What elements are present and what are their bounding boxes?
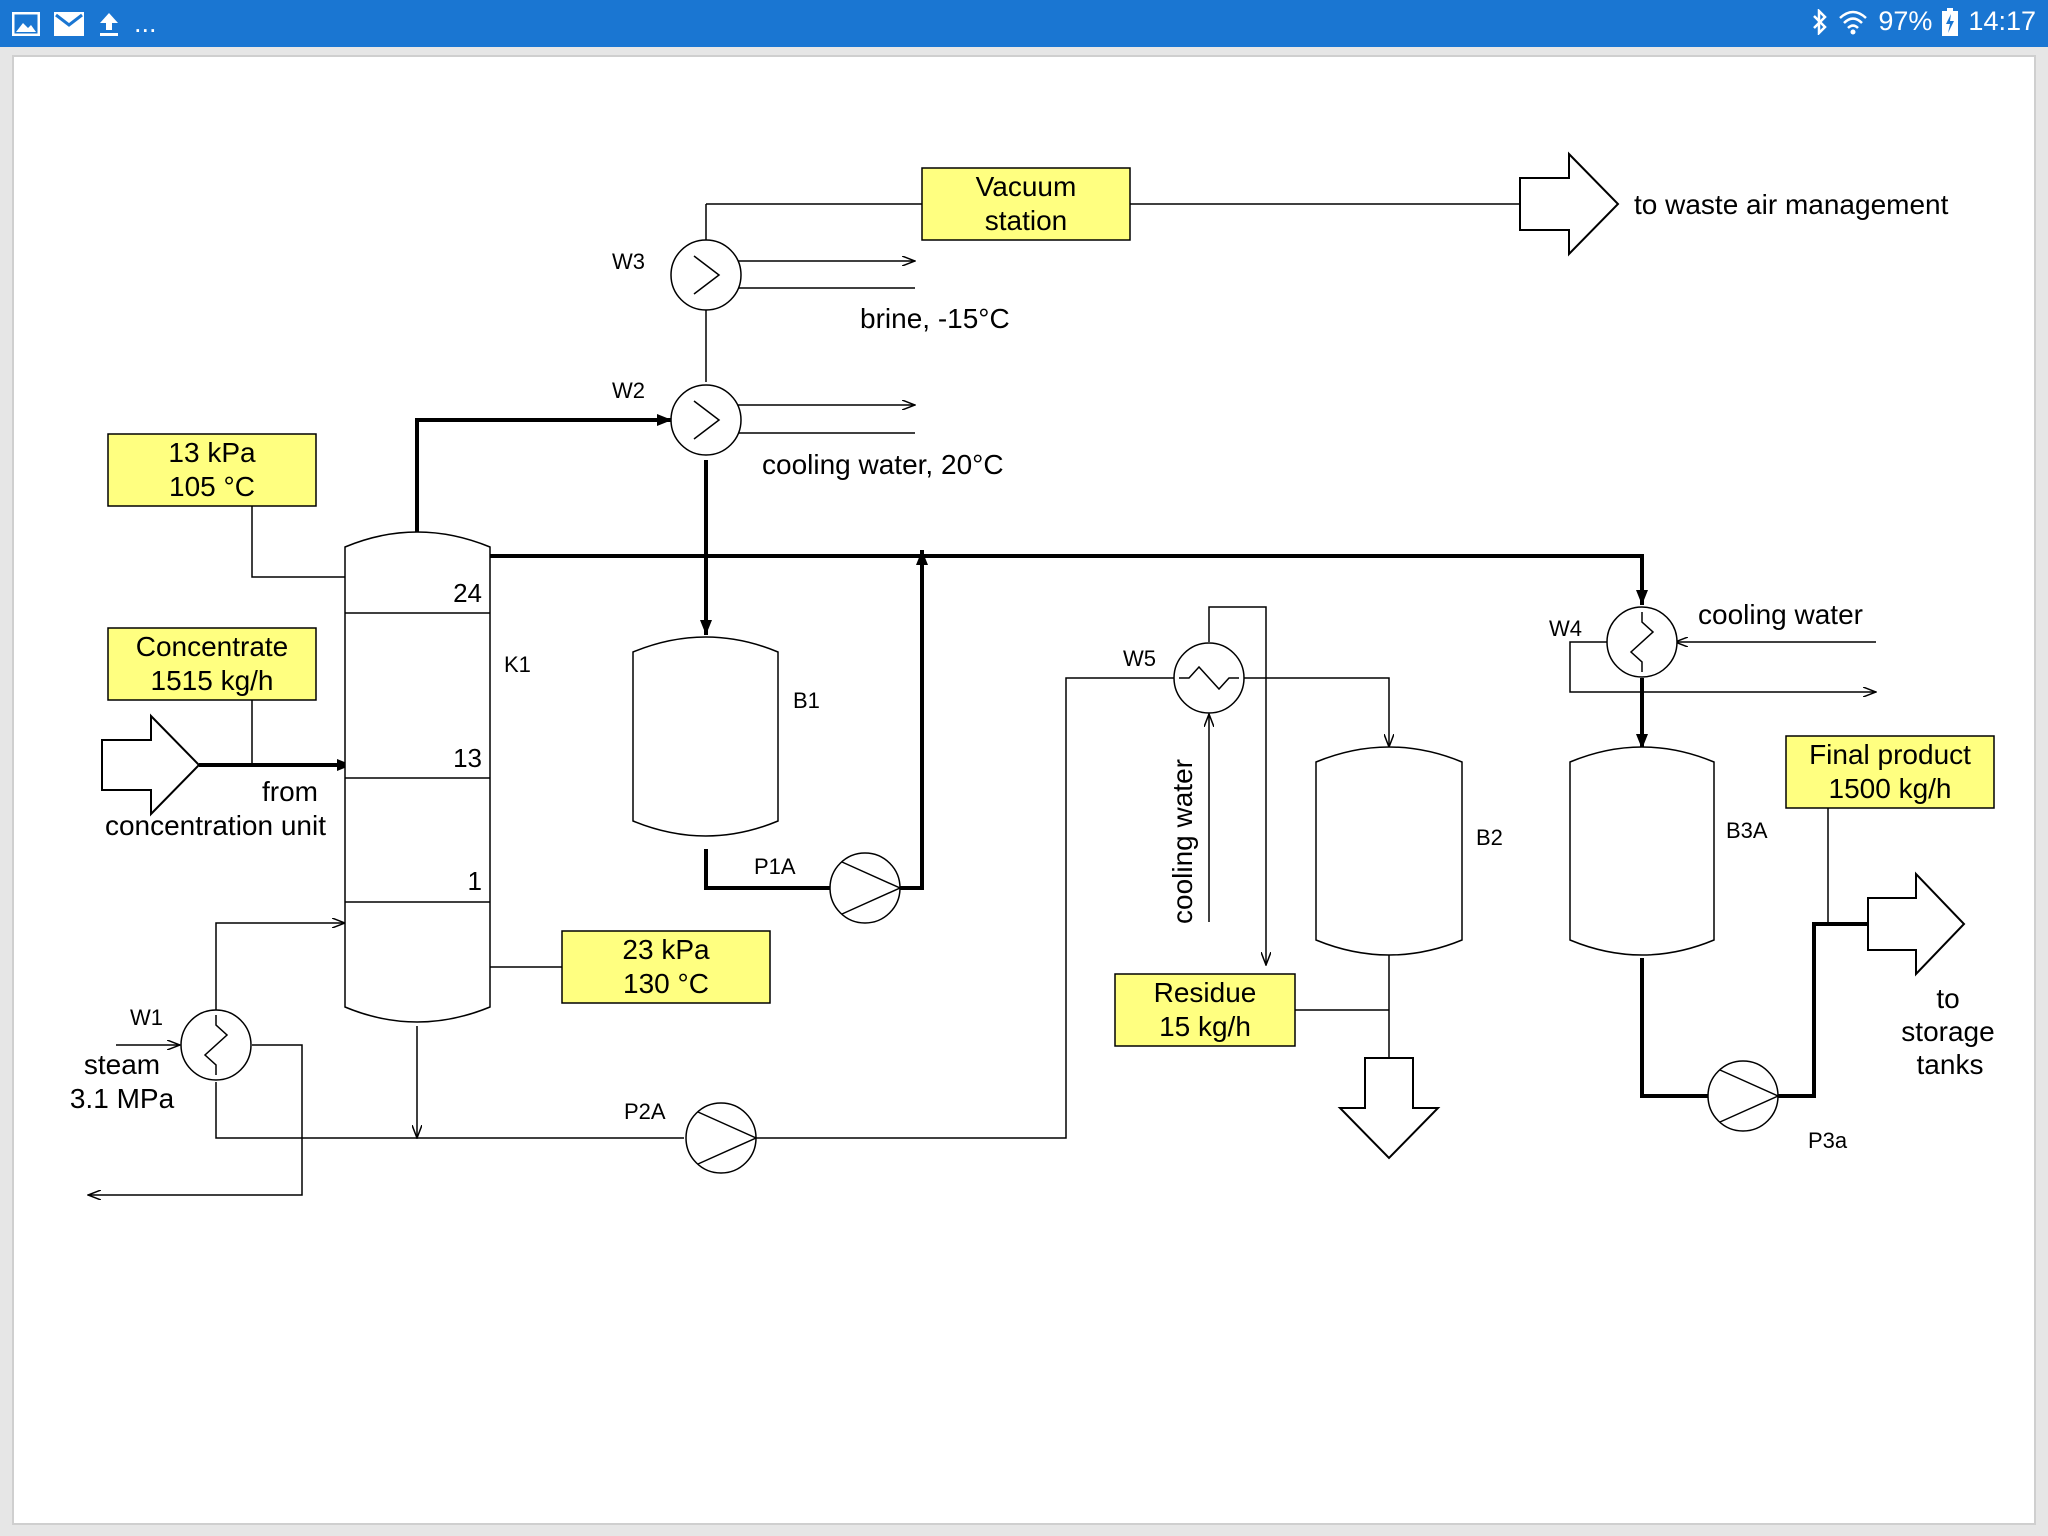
tag-w1: W1 (130, 1005, 163, 1030)
mail-icon (54, 11, 84, 36)
vessel-b2 (1315, 746, 1463, 956)
tray-24: 24 (453, 578, 482, 608)
upload-icon (100, 12, 118, 36)
label-concentration-unit: concentration unit (105, 810, 326, 841)
tag-w4: W4 (1549, 616, 1582, 641)
tag-b1: B1 (793, 688, 820, 713)
tag-b3a: B3A (1726, 818, 1768, 843)
top-temperature: 105 °C (169, 471, 255, 502)
diagram-canvas: Vacuum station 13 kPa 105 °C Concentrate… (12, 55, 2036, 1525)
info-box-residue: Residue 15 kg/h (1114, 973, 1296, 1047)
product-name: Final product (1809, 739, 1971, 770)
residue-flow: 15 kg/h (1159, 1011, 1251, 1042)
label-cooling-water-w4: cooling water (1698, 599, 1863, 630)
pump-p2a (685, 1102, 758, 1174)
label-storage: storage (1901, 1016, 1994, 1047)
heat-exchanger-w2 (670, 384, 742, 456)
process-flow-diagram: Vacuum station 13 kPa 105 °C Concentrate… (70, 151, 1995, 1523)
heat-exchanger-w3 (670, 239, 742, 311)
info-box-final-product: Final product 1500 kg/h (1785, 735, 1995, 809)
clock: 14:17 (1968, 6, 2036, 36)
heat-exchanger-w5 (1173, 642, 1245, 714)
vessel-b1 (632, 636, 779, 837)
bottom-temperature: 130 °C (623, 968, 709, 999)
battery-percent: 97% (1878, 6, 1933, 36)
tag-k1: K1 (504, 652, 531, 677)
image-icon (12, 11, 40, 36)
info-box-vacuum-station: Vacuum station (921, 167, 1131, 241)
info-box-top-conditions: 13 kPa 105 °C (107, 433, 317, 507)
vacuum-line2: station (985, 205, 1068, 236)
wifi-icon (1839, 10, 1868, 34)
thin-lines (88, 203, 1876, 1195)
tag-b2: B2 (1476, 825, 1503, 850)
label-cooling-water-w5: cooling water (1167, 759, 1198, 924)
tray-1: 1 (468, 866, 482, 896)
overflow-dots: ... (134, 8, 157, 38)
concentrate-name: Concentrate (136, 631, 289, 662)
status-bar-right: 97% 14:17 (1812, 6, 2036, 37)
heat-exchanger-w1 (180, 1009, 252, 1081)
concentrate-flow: 1515 kg/h (151, 665, 274, 696)
tag-p2a: P2A (624, 1099, 666, 1124)
tag-w5: W5 (1123, 646, 1156, 671)
vacuum-line1: Vacuum (976, 171, 1077, 202)
residue-out-arrow (1337, 1057, 1441, 1160)
label-brine: brine, -15°C (860, 303, 1010, 334)
label-steam-pressure: 3.1 MPa (70, 1083, 175, 1114)
bluetooth-icon (1813, 8, 1828, 35)
tag-w2: W2 (612, 378, 645, 403)
heat-exchanger-w4 (1606, 606, 1678, 678)
label-from: from (262, 776, 318, 807)
tag-p3a: P3a (1808, 1128, 1848, 1153)
status-bar-left: ... (12, 8, 157, 39)
info-box-bottom-conditions: 23 kPa 130 °C (561, 930, 771, 1004)
feed-in-arrow (101, 713, 201, 817)
status-bar: ... 97% 14:17 (0, 0, 2048, 47)
label-tanks: tanks (1917, 1049, 1984, 1080)
info-box-concentrate: Concentrate 1515 kg/h (107, 627, 317, 701)
product-flow: 1500 kg/h (1829, 773, 1952, 804)
label-steam: steam (84, 1049, 160, 1080)
tag-p1a: P1A (754, 854, 796, 879)
battery-charging-icon (1942, 7, 1959, 36)
storage-out-arrow (1867, 871, 1966, 977)
waste-air-arrow (1519, 151, 1620, 257)
label-waste-air: to waste air management (1634, 189, 1949, 220)
label-to: to (1936, 983, 1959, 1014)
vessel-b3a (1569, 746, 1715, 956)
tag-w3: W3 (612, 249, 645, 274)
label-cooling-water-20: cooling water, 20°C (762, 449, 1004, 480)
column-k1 (344, 531, 491, 1023)
bold-lines (199, 414, 1868, 1098)
tray-13: 13 (453, 743, 482, 773)
bottom-pressure: 23 kPa (622, 934, 710, 965)
top-pressure: 13 kPa (168, 437, 256, 468)
residue-name: Residue (1154, 977, 1257, 1008)
pump-p3a (1707, 1060, 1780, 1132)
pump-p1a (829, 852, 902, 924)
